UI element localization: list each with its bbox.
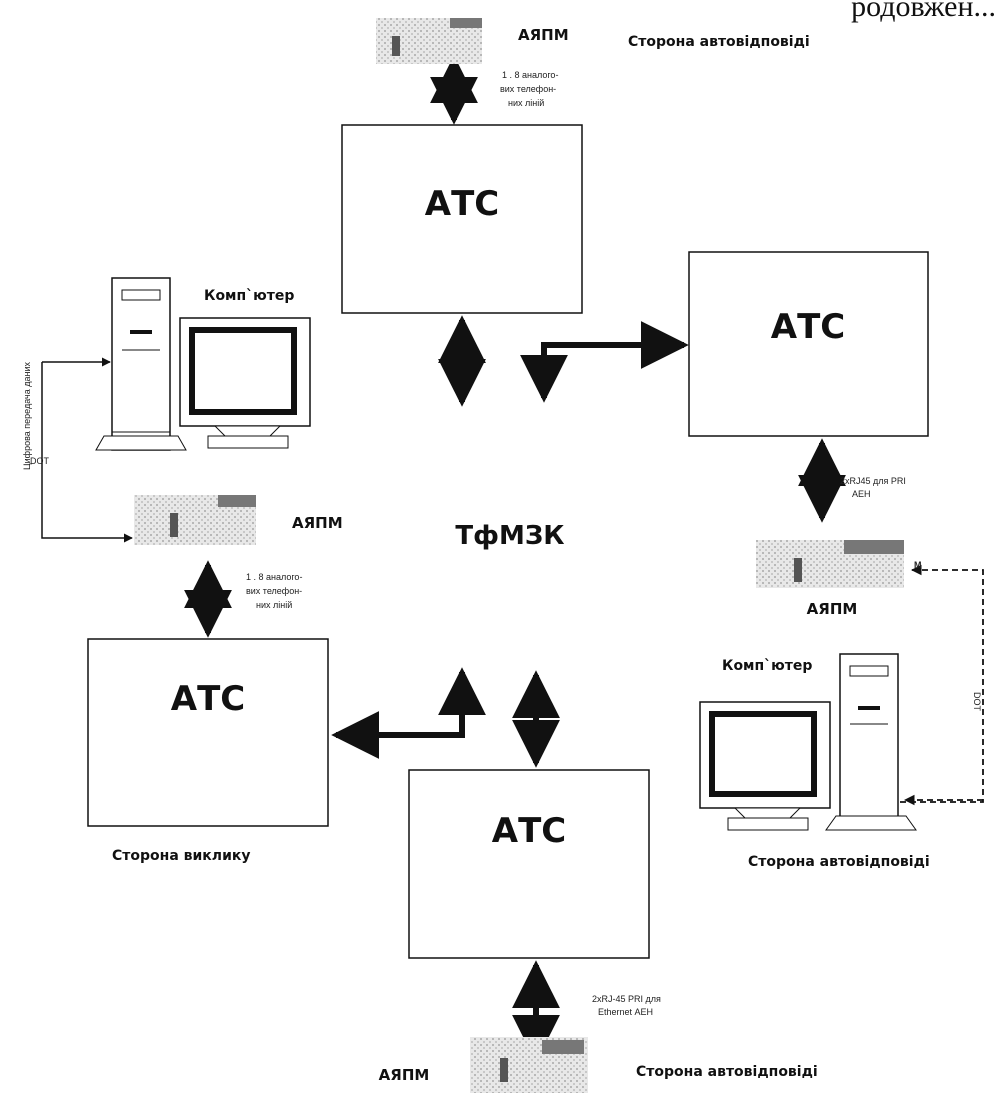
- side-label-bottom: Сторона автовідповіді: [636, 1064, 818, 1080]
- data-link-right-dot: DOT: [972, 692, 982, 712]
- computer-right-label: Комп`ютер: [722, 658, 812, 674]
- note-left-line-1: 1 . 8 аналого-: [246, 572, 302, 582]
- note-left: 1 . 8 аналого- вих телефон- них ліній: [246, 572, 302, 610]
- exchange-right-label: АТС: [771, 307, 845, 347]
- note-top: 1 . 8 аналого- вих телефон- них ліній: [500, 70, 558, 108]
- note-top-line-3: них ліній: [508, 98, 544, 108]
- note-top-line-1: 1 . 8 аналого-: [502, 70, 558, 80]
- note-bottom: 2хRJ-45 PRI для Ethernet АЕН: [592, 994, 661, 1017]
- exchange-left: АТС: [88, 639, 328, 826]
- note-top-line-2: вих телефон-: [500, 84, 556, 94]
- note-bottom-line-2: Ethernet АЕН: [598, 1007, 653, 1017]
- computer-right: Комп`ютер: [700, 654, 916, 830]
- device-top: АЯПМ: [376, 18, 569, 64]
- note-left-line-2: вих телефон-: [246, 586, 302, 596]
- note-right-line-1: 2хRJ45 для PRI: [840, 476, 906, 486]
- device-left-label: АЯПМ: [292, 514, 343, 532]
- device-right: АЯПМ: [756, 540, 904, 618]
- data-link-right-m: M: [914, 560, 922, 570]
- exchange-bottom-label: АТС: [492, 811, 566, 851]
- computer-left: Комп`ютер: [96, 278, 310, 450]
- side-label-top: Сторона автовідповіді: [628, 34, 810, 50]
- link-hub-right: [544, 345, 684, 398]
- device-bottom: АЯПМ: [379, 1037, 588, 1093]
- device-bottom-label: АЯПМ: [379, 1066, 430, 1084]
- exchange-top: АТС: [342, 125, 582, 313]
- computer-left-label: Комп`ютер: [204, 288, 294, 304]
- note-right-line-2: АЕН: [852, 489, 871, 499]
- note-right: 2хRJ45 для PRI АЕН: [840, 476, 906, 499]
- data-link-left-label: Цифрова передача даних: [22, 362, 32, 470]
- exchange-top-label: АТС: [425, 184, 499, 224]
- exchange-bottom: АТС: [409, 770, 649, 958]
- computer-icon: [700, 654, 916, 830]
- data-link-right: [900, 570, 983, 802]
- device-right-label: АЯПМ: [807, 600, 858, 618]
- exchange-left-label: АТС: [171, 679, 245, 719]
- hub-label: ТфМЗК: [455, 521, 564, 551]
- device-left: АЯПМ: [134, 495, 343, 545]
- device-top-label: АЯПМ: [518, 26, 569, 44]
- note-left-line-3: них ліній: [256, 600, 292, 610]
- note-bottom-line-1: 2хRJ-45 PRI для: [592, 994, 661, 1004]
- data-link-left-dot: DOT: [30, 456, 50, 466]
- link-hub-left: [336, 672, 462, 735]
- side-label-left: Сторона виклику: [112, 848, 251, 864]
- exchange-right: АТС: [689, 252, 928, 436]
- side-label-right: Сторона автовідповіді: [748, 854, 930, 870]
